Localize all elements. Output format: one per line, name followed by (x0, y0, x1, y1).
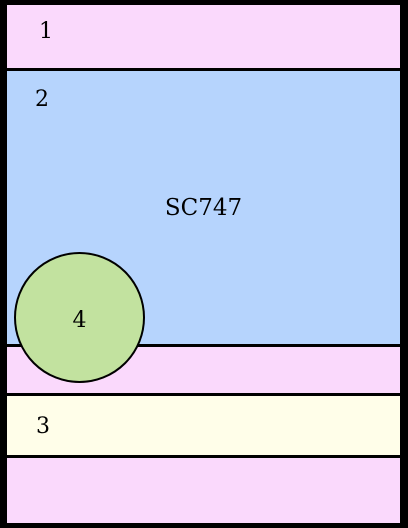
region-3: 3 (7, 396, 400, 455)
region-1-label: 1 (39, 19, 53, 44)
pink-bottom-band (7, 458, 400, 523)
region-1: 1 (7, 5, 400, 68)
region-3-label: 3 (36, 414, 50, 439)
circle-4-label: 4 (72, 308, 87, 333)
circle-4: 4 (14, 252, 145, 383)
region-2-center-text: SC747 (164, 195, 243, 221)
region-2-label: 2 (35, 87, 49, 112)
